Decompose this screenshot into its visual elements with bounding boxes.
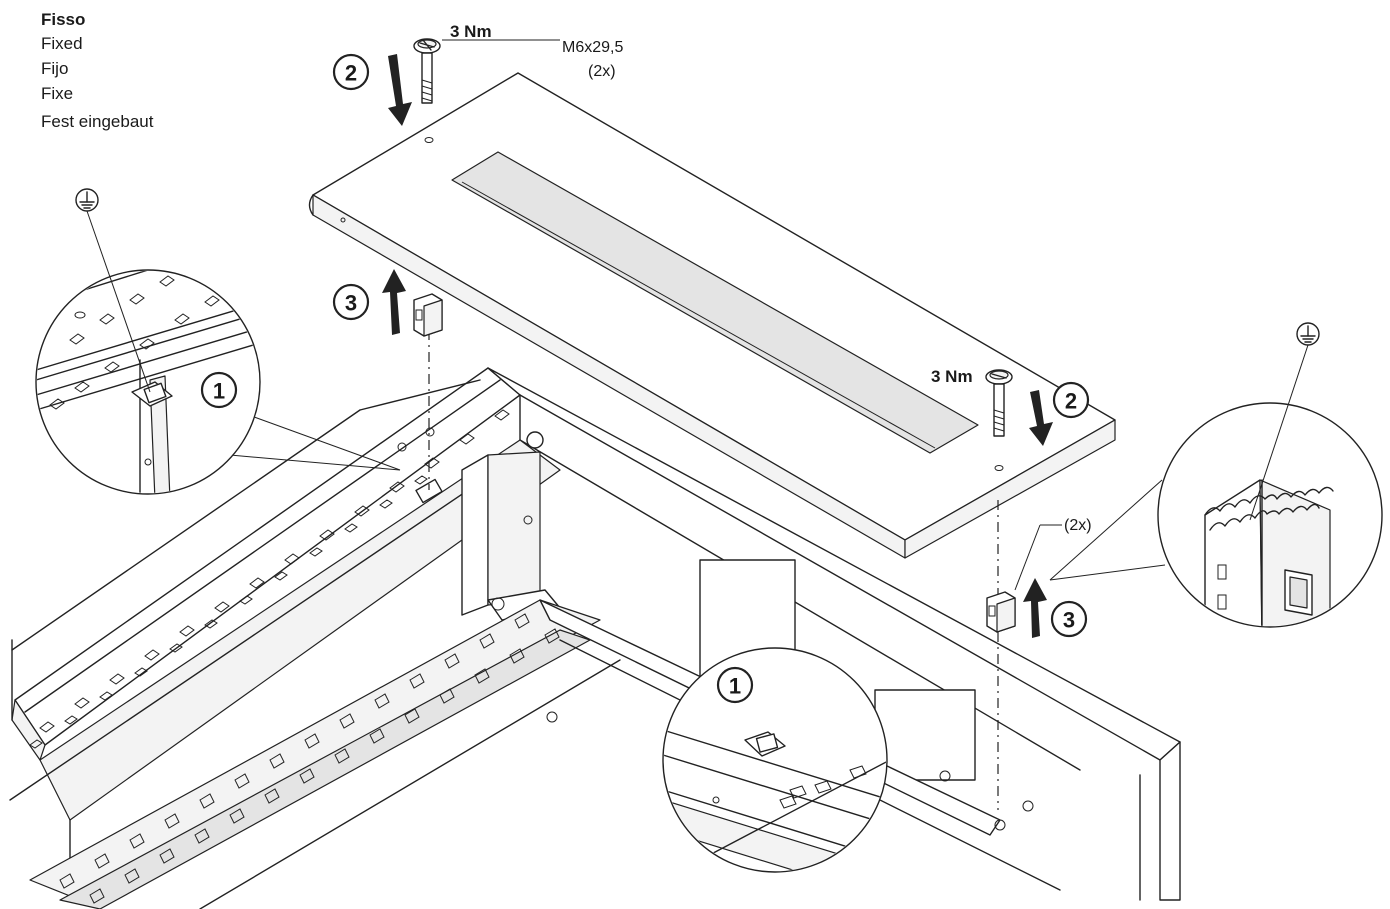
step-badge-3-left: 3	[332, 283, 370, 321]
legend-english: Fixed	[41, 34, 83, 53]
clip-quantity-label: (2x)	[1064, 517, 1092, 534]
svg-text:2: 2	[345, 61, 357, 86]
detail-view-left	[35, 269, 401, 495]
torque-label-top: 3 Nm	[450, 22, 492, 41]
svg-text:1: 1	[729, 674, 741, 699]
arrow-down-right	[1029, 390, 1053, 446]
screw-top	[413, 38, 441, 104]
torque-label-right: 3 Nm	[931, 367, 973, 386]
clip-right	[986, 591, 1016, 633]
arrow-up-right	[1023, 578, 1047, 638]
legend-french: Fixe	[41, 84, 74, 103]
cabinet-frame	[9, 367, 1181, 909]
svg-text:2: 2	[1065, 389, 1077, 414]
detail-view-bottom	[662, 647, 888, 873]
step-badge-3-right: 3	[1050, 600, 1088, 638]
leader-clip-qty	[1014, 524, 1041, 591]
screw-right	[985, 369, 1013, 437]
arrow-down-top	[388, 54, 412, 126]
svg-text:3: 3	[345, 291, 357, 316]
step-badge-1-left: 1	[200, 371, 238, 409]
arrow-up-left	[382, 269, 406, 335]
din-rail-slots	[59, 613, 560, 904]
detail-view-right	[1049, 402, 1383, 628]
legend-italian: Fisso	[41, 10, 86, 29]
step-badge-2-right: 2	[1052, 381, 1090, 419]
ground-symbol-icon	[1249, 322, 1320, 521]
ground-symbol-icon	[75, 188, 151, 393]
screw-spec-label: M6x29,5	[562, 39, 623, 56]
step-badge-1-bottom: 1	[716, 666, 754, 704]
legend-german: Fest eingebaut	[41, 112, 154, 131]
legend-spanish: Fijo	[41, 59, 69, 78]
rail-slots	[29, 409, 510, 749]
clip-left	[413, 293, 443, 337]
step-badge-2-top: 2	[332, 53, 370, 91]
svg-text:3: 3	[1063, 608, 1075, 633]
screw-quantity-label: (2x)	[588, 63, 616, 80]
top-cover-panel	[308, 72, 1116, 559]
svg-text:1: 1	[213, 379, 225, 404]
